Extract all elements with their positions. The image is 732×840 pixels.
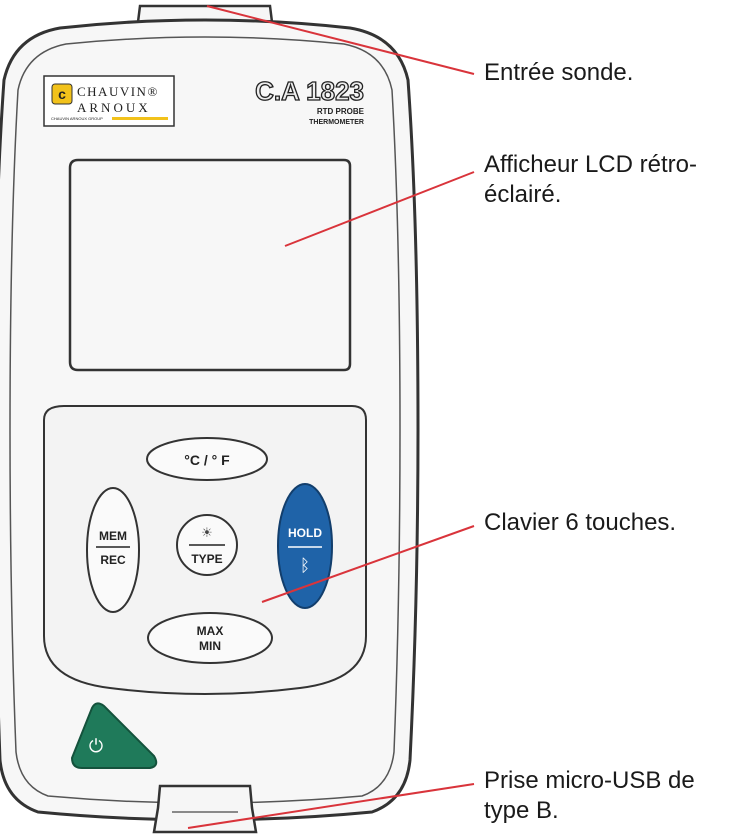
type-key-label: TYPE	[191, 552, 222, 566]
leader-line-keypad	[261, 525, 475, 603]
power-key[interactable]: ⏻	[70, 702, 158, 769]
brand-name-line2: ARNOUX	[77, 100, 151, 115]
unit-key-cap[interactable]	[146, 437, 268, 481]
brand-logo-mark-glyph: c	[58, 86, 66, 102]
hold-bluetooth-key-cap[interactable]	[277, 483, 333, 609]
callout-probe-input: Entrée sonde.	[484, 59, 634, 86]
model-subtitle-1: RTD PROBE	[317, 107, 365, 116]
hold-key-label: HOLD	[288, 526, 322, 540]
leader-line-usb	[187, 783, 475, 829]
brand-logo-mark	[51, 83, 73, 105]
backlight-type-key[interactable]: ☀ TYPE	[176, 514, 238, 576]
model-name: C.A 1823	[255, 76, 364, 106]
bluetooth-icon: ᛒ	[300, 556, 310, 576]
leader-line-probe-input	[206, 5, 475, 75]
model-subtitle-2: THERMOMETER	[309, 119, 364, 126]
brand-name-line1: CHAUVIN®	[77, 84, 159, 99]
callout-lcd-display: Afficheur LCD rétro- éclairé.	[484, 151, 697, 208]
leader-line-lcd	[284, 171, 475, 247]
brand-tagline: CHAUVIN ARNOUX GROUP	[51, 116, 103, 121]
rec-key-label: REC	[100, 553, 126, 567]
mem-rec-key[interactable]: MEM REC	[86, 487, 140, 613]
probe-connector	[136, 4, 274, 23]
device-bezel	[9, 36, 401, 804]
lcd-screen	[68, 158, 352, 372]
brand-logo-stripe	[112, 117, 168, 120]
max-key-label: MAX	[197, 624, 224, 638]
power-icon: ⏻	[89, 736, 103, 757]
max-min-key[interactable]: MAX MIN	[147, 612, 273, 664]
max-min-key-cap[interactable]	[147, 612, 273, 664]
callout-keypad: Clavier 6 touches.	[484, 509, 677, 536]
mem-rec-key-cap[interactable]	[86, 487, 140, 613]
backlight-icon: ☀	[201, 526, 213, 541]
unit-key[interactable]: °C / ° F	[146, 437, 268, 481]
hold-bluetooth-key[interactable]: HOLD ᛒ	[277, 483, 333, 609]
mem-key-label: MEM	[99, 529, 127, 543]
min-key-label: MIN	[199, 639, 221, 653]
power-key-cap[interactable]	[70, 702, 158, 769]
callout-usb-port: Prise micro-USB de type B.	[484, 767, 695, 824]
unit-key-label: °C / ° F	[184, 452, 230, 468]
